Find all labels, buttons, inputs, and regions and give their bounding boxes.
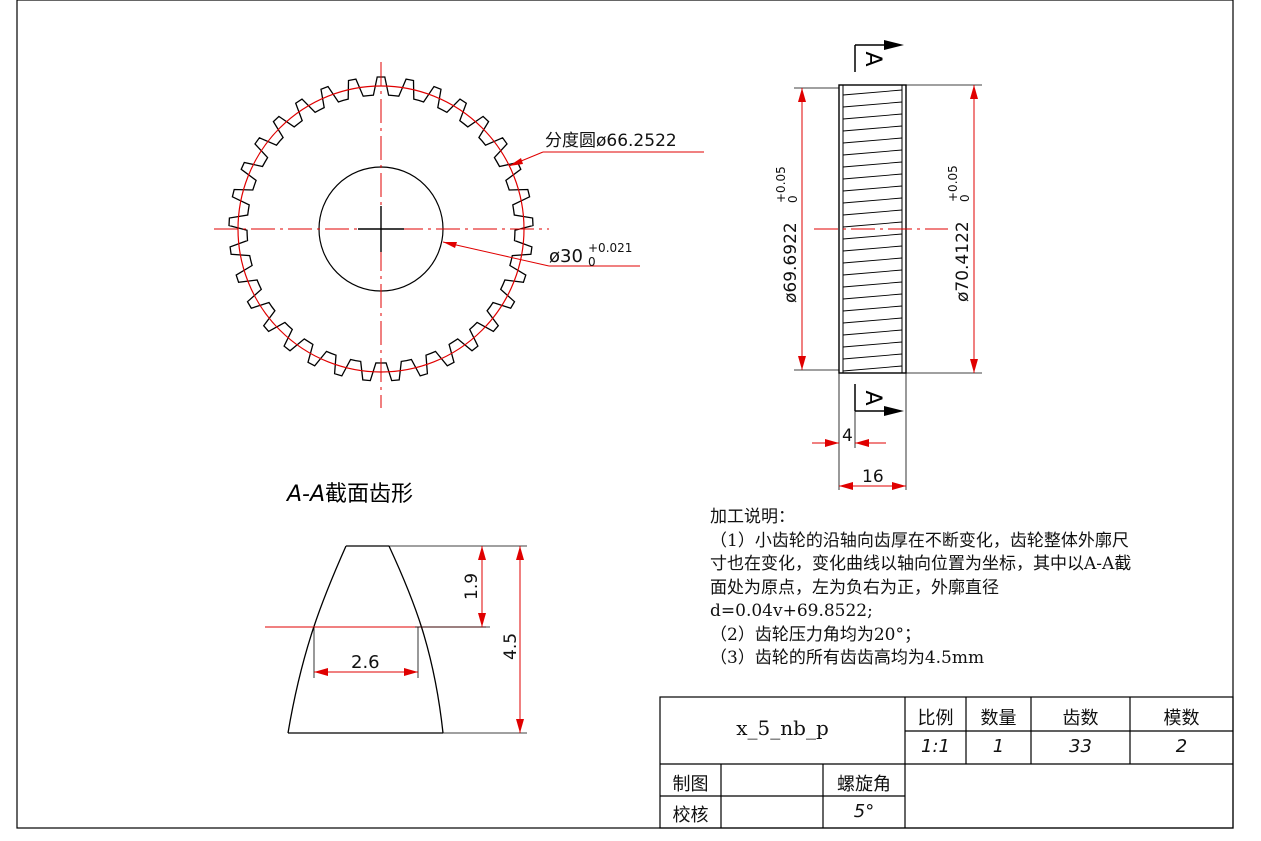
helix-line xyxy=(842,269,903,276)
dim45-arrow-top xyxy=(516,546,524,560)
machining-notes: 加工说明： （1）小齿轮的沿轴向齿厚在不断变化，齿轮整体外廓尺 寸也在变化，变化… xyxy=(710,506,1230,671)
helix-line xyxy=(842,329,903,336)
section-mark-bottom-arrow xyxy=(884,406,904,416)
bore-label: ø30 xyxy=(549,246,583,267)
dia-left-tol-upper: +0.05 xyxy=(774,166,788,203)
helix-line xyxy=(842,197,903,204)
bore-tol-lower: 0 xyxy=(588,255,596,269)
dim26-arrow-left xyxy=(314,668,328,676)
value-quantity: 1 xyxy=(992,736,1005,757)
header-scale: 比例 xyxy=(917,708,954,729)
dia-left-arrow-bottom xyxy=(798,356,806,370)
dim19-arrow-bottom xyxy=(478,613,486,627)
section-mark-top-arrow xyxy=(884,40,904,50)
dim19-arrow-top xyxy=(478,546,486,560)
section-tooth-profile: 1.9 4.5 2.6 xyxy=(265,545,527,734)
section-title-prefix: A-A xyxy=(287,482,326,507)
helix-line xyxy=(842,245,903,252)
dia-right-tol-lower: 0 xyxy=(958,194,972,202)
notes-heading: 加工说明： xyxy=(710,507,795,527)
header-teeth: 齿数 xyxy=(1062,708,1099,729)
section-mark-top-label: A xyxy=(860,51,885,66)
helix-line xyxy=(842,89,903,96)
helix-line xyxy=(842,221,903,228)
part-name: x_5_nb_p xyxy=(736,716,829,740)
notes-line: （1）小齿轮的沿轴向齿厚在不断变化，齿轮整体外廓尺 xyxy=(710,530,1129,551)
notes-line: （3）齿轮的所有齿齿高均为4.5mm xyxy=(710,648,985,668)
bore-leader-arrow xyxy=(443,242,457,248)
helix-tooth-lines xyxy=(842,89,903,372)
gear-front-view: 分度圆ø66.2522 ø30 +0.021 0 xyxy=(214,62,704,408)
notes-line: （2）齿轮压力角均为20°； xyxy=(710,624,921,645)
helix-line xyxy=(842,113,903,120)
helix-line xyxy=(842,257,903,264)
value-scale: 1:1 xyxy=(921,736,950,757)
drawing-frame xyxy=(16,0,1234,829)
bore-leader xyxy=(442,241,550,267)
dim19-label: 1.9 xyxy=(462,573,482,600)
header-module: 模数 xyxy=(1163,708,1200,729)
helix-line xyxy=(842,233,903,240)
dim16-label: 16 xyxy=(862,467,884,487)
helix-line xyxy=(842,209,903,216)
dia-right-arrow-bottom xyxy=(970,359,978,373)
notes-line: d=0.04v+69.8522; xyxy=(710,601,873,621)
helix-line xyxy=(842,125,903,132)
pitch-leader-arrow xyxy=(509,158,523,166)
dim4-arrow-left xyxy=(825,439,839,447)
helix-line xyxy=(842,137,903,144)
dim26-arrow-right xyxy=(404,668,418,676)
dim26-label: 2.6 xyxy=(351,652,380,673)
pitch-circle-label: 分度圆ø66.2522 xyxy=(545,131,677,151)
value-module: 2 xyxy=(1175,736,1188,757)
drawn-label: 制图 xyxy=(672,774,709,795)
helix-line xyxy=(842,305,903,312)
dim45-label: 4.5 xyxy=(501,633,521,660)
dia-right-tol-upper: +0.05 xyxy=(946,165,960,202)
dia-left-label: ø69.6922 xyxy=(781,222,801,303)
bore-tol-upper: +0.021 xyxy=(588,241,632,255)
helix-line xyxy=(842,281,903,288)
dim45-arrow-bottom xyxy=(516,719,524,733)
helix-line xyxy=(842,293,903,300)
helix-line xyxy=(842,317,903,324)
helix-angle-value: 5° xyxy=(853,801,875,822)
checked-label: 校核 xyxy=(672,805,709,826)
value-teeth: 33 xyxy=(1069,736,1092,757)
header-quantity: 数量 xyxy=(980,708,1017,729)
dia-left-arrow-top xyxy=(798,88,806,102)
section-mark-bottom-label: A xyxy=(860,390,885,405)
helix-line xyxy=(842,173,903,180)
tooth-profile-right xyxy=(388,545,444,734)
gear-side-view: A A ø69.6922 +0.05 0 ø70.4122 +0.05 0 4 xyxy=(774,40,982,490)
helix-line xyxy=(842,365,903,372)
helix-line xyxy=(842,185,903,192)
section-title-suffix: 截面齿形 xyxy=(325,482,414,507)
section-title: A-A截面齿形 xyxy=(287,476,413,508)
notes-line: 寸也在变化，变化曲线以轴向位置为坐标，其中以A-A截 xyxy=(710,554,1132,574)
notes-line: 面处为原点，左为负右为正，外廓直径 xyxy=(710,577,999,598)
dia-right-label: ø70.4122 xyxy=(953,221,973,302)
dim16-arrow-right xyxy=(892,482,906,490)
helix-line xyxy=(842,101,903,108)
helix-line xyxy=(842,149,903,156)
dim4-label: 4 xyxy=(842,426,853,446)
dia-right-arrow-top xyxy=(970,85,978,99)
dia-left-tol-lower: 0 xyxy=(786,195,800,203)
helix-line xyxy=(842,161,903,168)
dim4-arrow-right xyxy=(855,439,869,447)
tooth-profile-left xyxy=(287,545,347,734)
dim16-arrow-left xyxy=(839,482,853,490)
helix-line xyxy=(842,341,903,348)
helix-angle-label: 螺旋角 xyxy=(837,774,891,795)
helix-line xyxy=(842,353,903,360)
gear-tooth-outline xyxy=(228,76,534,382)
title-block-grid xyxy=(659,696,1234,829)
